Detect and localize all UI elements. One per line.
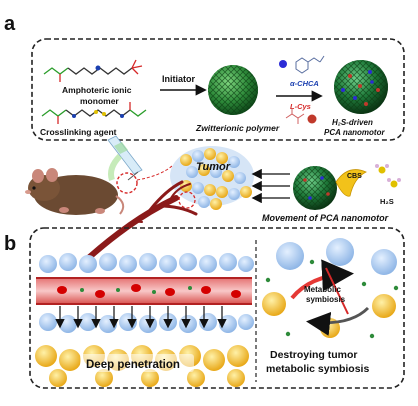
- monomer-structure: [43, 59, 143, 82]
- panel-a-frame: [31, 38, 405, 141]
- tumor-label: Tumor: [196, 161, 231, 173]
- tumor-zoom-circle: [178, 191, 196, 209]
- red-blood-cells: [57, 284, 241, 298]
- cbs-label: CBS: [347, 173, 362, 180]
- penetration-arrows: [55, 306, 227, 329]
- metabolic-symbiosis-line2: symbiosis: [306, 295, 346, 304]
- metabolic-symbiosis-line1: Metabolic: [304, 285, 341, 294]
- amphoteric-label-line2: monomer: [80, 96, 119, 106]
- polymer-label: Zwitterionic polymer: [195, 123, 280, 133]
- chca-molecule-icon: [279, 60, 287, 68]
- injection-beam: [108, 153, 123, 181]
- label-backdrop: [80, 354, 194, 372]
- amphoteric-label-line1: Amphoteric ionic: [62, 85, 132, 95]
- chca-label: α-CHCA: [290, 79, 319, 88]
- nanomotor-label-line2: PCA nanomotor: [324, 128, 385, 137]
- h2s-label: H₂S: [380, 197, 394, 206]
- lcys-label: L-Cys: [290, 102, 311, 111]
- initiator-label: Initiator: [162, 74, 195, 84]
- h2s-molecules-icon: [375, 164, 401, 188]
- injection-site-circle: [116, 172, 138, 194]
- lcys-structure: [285, 108, 305, 124]
- zoom-connector: [136, 165, 173, 181]
- deep-penetration-label: Deep penetration: [86, 359, 180, 371]
- panel-b-label: b: [4, 233, 16, 255]
- symbiosis-arrow-red: [290, 259, 354, 300]
- blood-vessel-segment: [36, 278, 252, 304]
- crosslinker-label: Crosslinking agent: [40, 127, 117, 137]
- lcys-molecule-icon: [307, 114, 317, 124]
- zwitterionic-polymer-ball: [208, 65, 258, 115]
- pca-nanomotor-ball: [334, 60, 388, 114]
- scattered-nanomotors: [265, 259, 399, 339]
- syringe-icon: [107, 135, 143, 181]
- symbiosis-break-line: [325, 267, 349, 315]
- destroying-label-line2: metabolic symbiosis: [266, 363, 369, 375]
- moving-nanomotor-ball: [293, 166, 337, 210]
- tumor-cluster: [170, 146, 254, 210]
- chca-structure: [295, 55, 325, 74]
- cbs-enzyme-icon: [335, 169, 367, 197]
- blood-vessel-tree: [81, 180, 198, 265]
- panel-a-label: a: [4, 13, 16, 35]
- destroying-label-line1: Destroying tumor: [270, 349, 358, 361]
- mouse-image: [25, 168, 125, 215]
- panel-b-frame: [29, 227, 405, 389]
- crosslinker-structure: [41, 102, 147, 124]
- nanomotor-label-line1: H₂S-driven: [332, 118, 373, 127]
- symbiosis-arrow-grey: [306, 306, 370, 336]
- movement-label: Movement of PCA nanomotor: [262, 213, 389, 223]
